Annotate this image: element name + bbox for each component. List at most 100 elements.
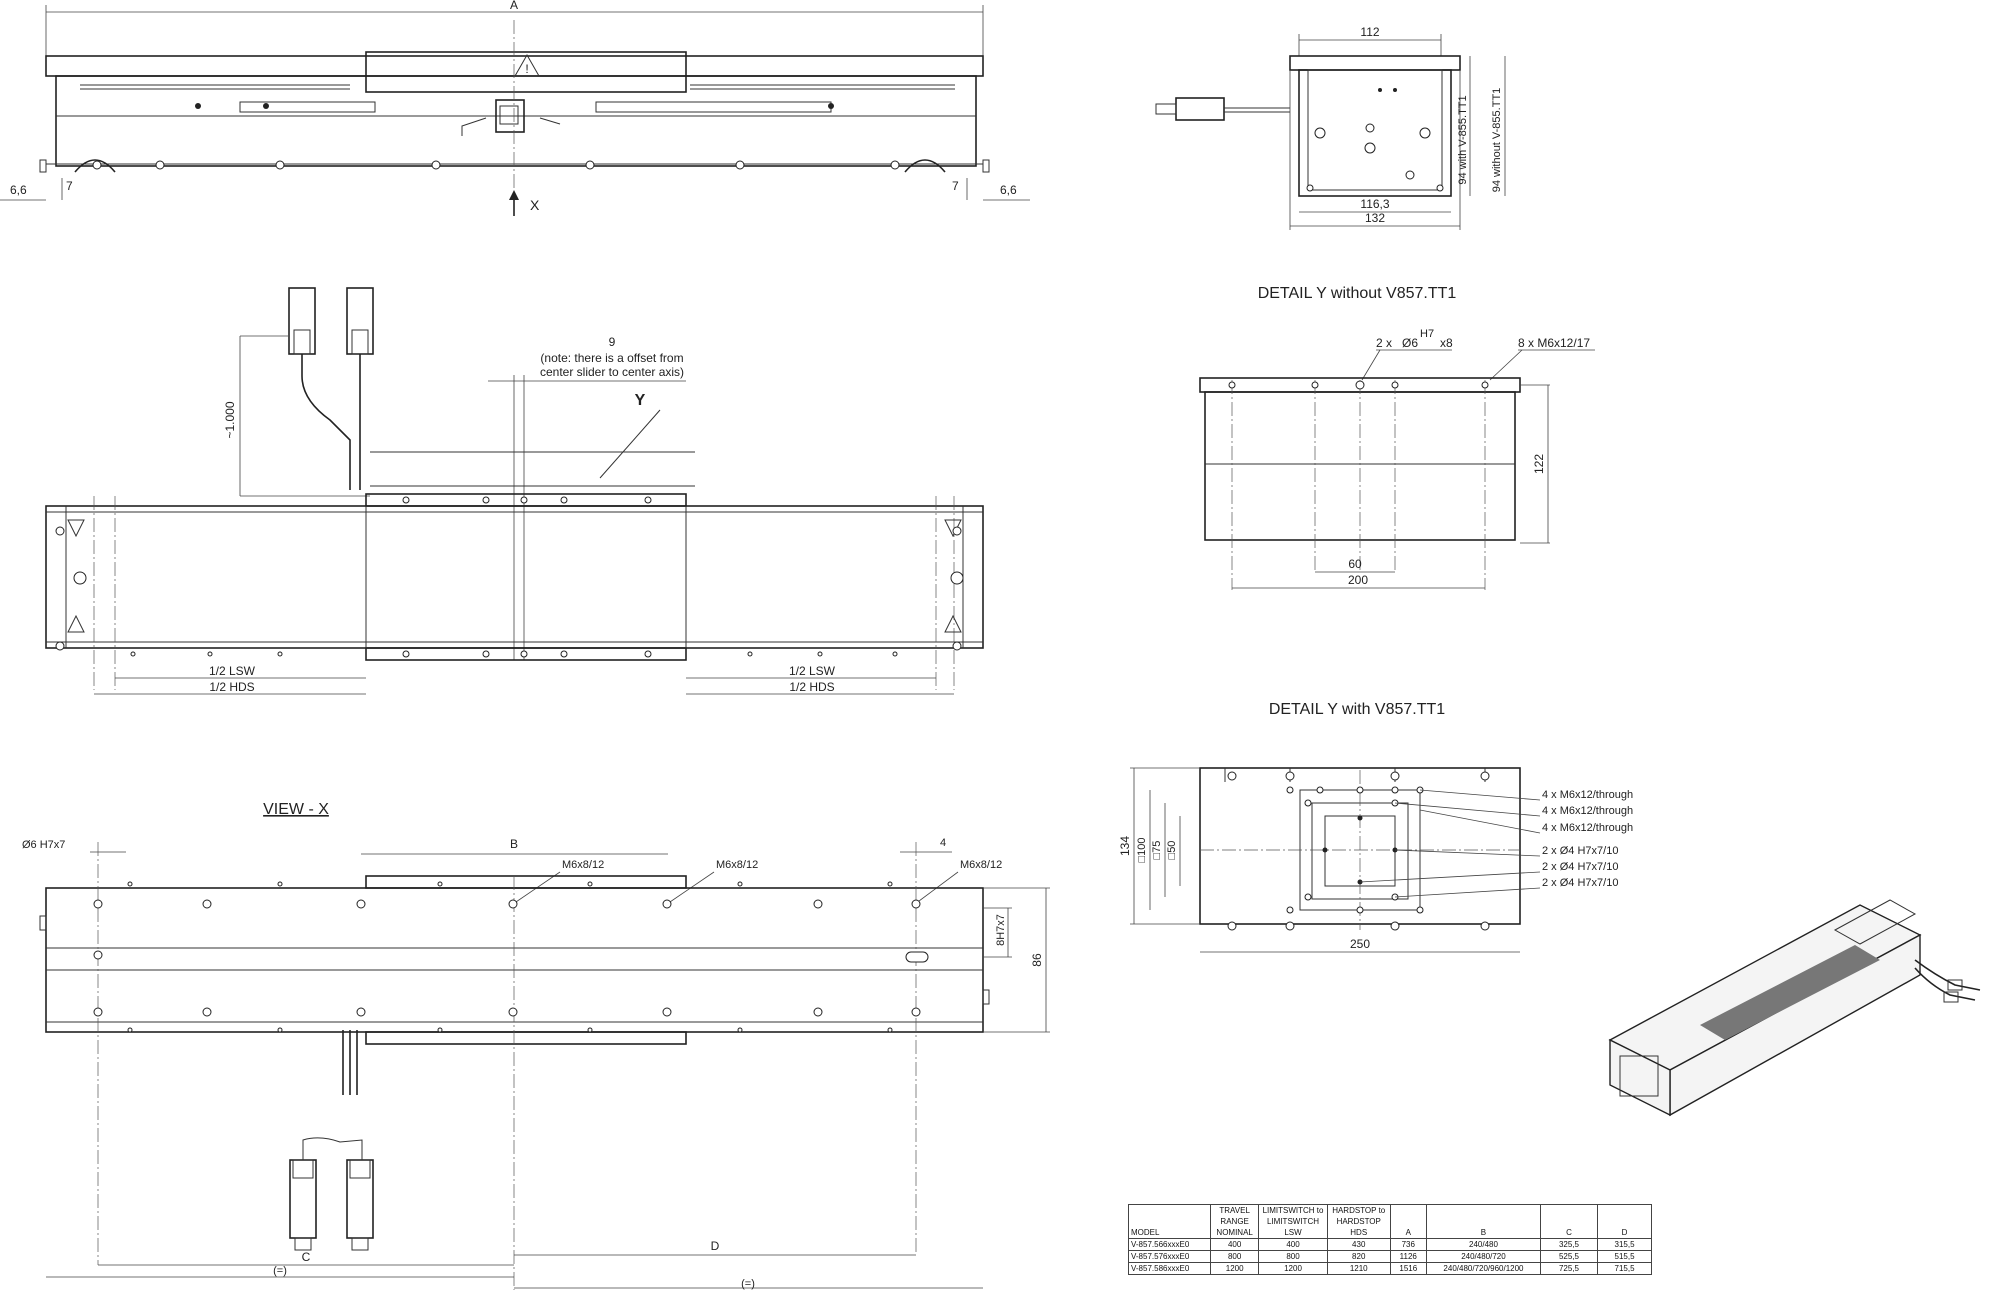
callout-6: 2 x Ø4 H7x7/10 bbox=[1542, 877, 1618, 889]
callout-3: 4 x M6x12/through bbox=[1542, 822, 1633, 834]
dim-eq-2: (=) bbox=[741, 1278, 755, 1290]
cell-d: 315,5 bbox=[1597, 1238, 1652, 1251]
dim-b: B bbox=[510, 837, 518, 851]
dim-100: □100 bbox=[1136, 838, 1148, 863]
dim-c: C bbox=[302, 1250, 311, 1264]
header-hds: HARDSTOP to HARDSTOP HDS bbox=[1326, 1204, 1391, 1239]
cell-d: 715,5 bbox=[1597, 1262, 1652, 1275]
pin-label: Ø6 H7x7 bbox=[22, 839, 65, 851]
header-b: B bbox=[1426, 1204, 1541, 1239]
cell-model: V-857.586xxxE0 bbox=[1127, 1262, 1212, 1275]
thread-3: M6x8/12 bbox=[960, 859, 1002, 871]
dim-60: 60 bbox=[1348, 557, 1362, 571]
cell-b: 240/480 bbox=[1426, 1238, 1541, 1251]
cell-b: 240/480/720 bbox=[1426, 1250, 1541, 1263]
dim-50: □50 bbox=[1166, 841, 1178, 860]
dim-134: 134 bbox=[1118, 836, 1132, 856]
detail-y-with: DETAIL Y with V857.TT1 bbox=[1118, 701, 1633, 953]
dim-right-gap: 6,6 bbox=[1000, 183, 1017, 197]
cell-model: V-857.566xxxE0 bbox=[1127, 1238, 1212, 1251]
cell-d: 515,5 bbox=[1597, 1250, 1652, 1263]
end-dim-h-with: 94 with V-855.TT1 bbox=[1457, 95, 1469, 184]
callout-2: 4 x M6x12/through bbox=[1542, 805, 1633, 817]
dim-left-h: 7 bbox=[66, 179, 73, 193]
offset-value: 9 bbox=[609, 335, 616, 349]
dim-86: 86 bbox=[1030, 953, 1044, 967]
end-dim-top: 112 bbox=[1360, 25, 1379, 39]
view-x: VIEW - X Ø6 H7x7 B M6x8/12 M6x8/12 M6x8/… bbox=[22, 801, 1050, 1290]
thread-1: M6x8/12 bbox=[562, 859, 604, 871]
table-row: V-857.586xxxE0 1200 1200 1210 1516 240/4… bbox=[1127, 1262, 1652, 1275]
holes-fit: H7 bbox=[1420, 328, 1434, 340]
cell-lsw: 1200 bbox=[1258, 1262, 1328, 1275]
svg-text:!: ! bbox=[525, 62, 528, 76]
cable-length-dim: ~1.000 bbox=[223, 401, 237, 438]
callout-1: 4 x M6x12/through bbox=[1542, 789, 1633, 801]
holes-dia: Ø6 bbox=[1402, 336, 1418, 350]
threads-label: 8 x M6x12/17 bbox=[1518, 336, 1590, 350]
detail-y-without: DETAIL Y without V857.TT1 2 x Ø6 H7 x8 8… bbox=[1199, 285, 1595, 590]
detail-y-without-title: DETAIL Y without V857.TT1 bbox=[1258, 285, 1457, 302]
cell-b: 240/480/720/960/1200 bbox=[1426, 1262, 1541, 1275]
dim-right-h: 7 bbox=[952, 179, 959, 193]
end-view: 112 116,3 132 94 with V-855.TT1 94 witho… bbox=[1155, 25, 1506, 230]
thread-2: M6x8/12 bbox=[716, 859, 758, 871]
dim-8h7: 8H7x7 bbox=[995, 914, 1007, 946]
dim-122: 122 bbox=[1532, 454, 1546, 474]
cell-lsw: 800 bbox=[1258, 1250, 1328, 1263]
left-hds: 1/2 HDS bbox=[209, 680, 254, 694]
holes-prefix: 2 x bbox=[1376, 336, 1392, 350]
dim-250: 250 bbox=[1350, 937, 1370, 951]
header-lsw: LIMITSWITCH to LIMITSWITCH LSW bbox=[1258, 1204, 1328, 1239]
header-travel: TRAVEL RANGE NOMINAL bbox=[1210, 1204, 1260, 1239]
cell-travel: 400 bbox=[1210, 1238, 1260, 1251]
front-view: ~1.000 9 (note: there is a offset from c… bbox=[45, 287, 984, 695]
offset-note-line2: center slider to center axis) bbox=[540, 365, 684, 379]
cell-model: V-857.576xxxE0 bbox=[1127, 1250, 1212, 1263]
end-dim-inner: 116,3 bbox=[1360, 197, 1389, 211]
dim-75: □75 bbox=[1151, 841, 1163, 860]
isometric-stage-view bbox=[1608, 899, 1981, 1117]
cell-hds: 430 bbox=[1326, 1238, 1391, 1251]
callout-4: 2 x Ø4 H7x7/10 bbox=[1542, 845, 1618, 857]
top-view: A ! bbox=[0, 0, 1030, 216]
view-x-arrow-label: X bbox=[530, 197, 540, 213]
dim-200: 200 bbox=[1348, 573, 1368, 587]
right-lsw: 1/2 LSW bbox=[789, 664, 836, 678]
end-dim-outer: 132 bbox=[1365, 211, 1385, 225]
right-hds: 1/2 HDS bbox=[789, 680, 834, 694]
header-c: C bbox=[1539, 1204, 1599, 1239]
cell-travel: 1200 bbox=[1210, 1262, 1260, 1275]
cell-a: 1126 bbox=[1389, 1250, 1428, 1263]
cell-lsw: 400 bbox=[1258, 1238, 1328, 1251]
view-x-title: VIEW - X bbox=[263, 801, 329, 818]
dim-4: 4 bbox=[940, 837, 946, 849]
end-dim-h-without: 94 without V-855.TT1 bbox=[1491, 88, 1503, 193]
callout-5: 2 x Ø4 H7x7/10 bbox=[1542, 861, 1618, 873]
cell-a: 1516 bbox=[1389, 1262, 1428, 1275]
offset-note-line1: (note: there is a offset from bbox=[540, 351, 683, 365]
detail-y-marker: Y bbox=[635, 392, 646, 409]
table-row: V-857.566xxxE0 400 400 430 736 240/480 3… bbox=[1127, 1238, 1652, 1251]
dim-d: D bbox=[711, 1239, 720, 1253]
holes-depth: x8 bbox=[1440, 336, 1453, 350]
dim-a-label: A bbox=[510, 0, 518, 12]
cell-hds: 820 bbox=[1326, 1250, 1391, 1263]
header-d: D bbox=[1597, 1204, 1652, 1239]
detail-y-with-title: DETAIL Y with V857.TT1 bbox=[1269, 701, 1445, 718]
header-model: MODEL bbox=[1127, 1204, 1212, 1239]
header-a: A bbox=[1389, 1204, 1428, 1239]
cell-c: 325,5 bbox=[1539, 1238, 1599, 1251]
cell-a: 736 bbox=[1389, 1238, 1428, 1251]
dim-eq-1: (=) bbox=[273, 1265, 287, 1277]
cell-c: 725,5 bbox=[1539, 1262, 1599, 1275]
cell-c: 525,5 bbox=[1539, 1250, 1599, 1263]
table-row: V-857.576xxxE0 800 800 820 1126 240/480/… bbox=[1127, 1250, 1652, 1263]
spec-table-header-row: MODEL TRAVEL RANGE NOMINAL LIMITSWITCH t… bbox=[1127, 1204, 1652, 1239]
cell-hds: 1210 bbox=[1326, 1262, 1391, 1275]
dim-left-gap: 6,6 bbox=[10, 183, 27, 197]
left-lsw: 1/2 LSW bbox=[209, 664, 256, 678]
cell-travel: 800 bbox=[1210, 1250, 1260, 1263]
spec-table: MODEL TRAVEL RANGE NOMINAL LIMITSWITCH t… bbox=[1127, 1204, 1652, 1275]
